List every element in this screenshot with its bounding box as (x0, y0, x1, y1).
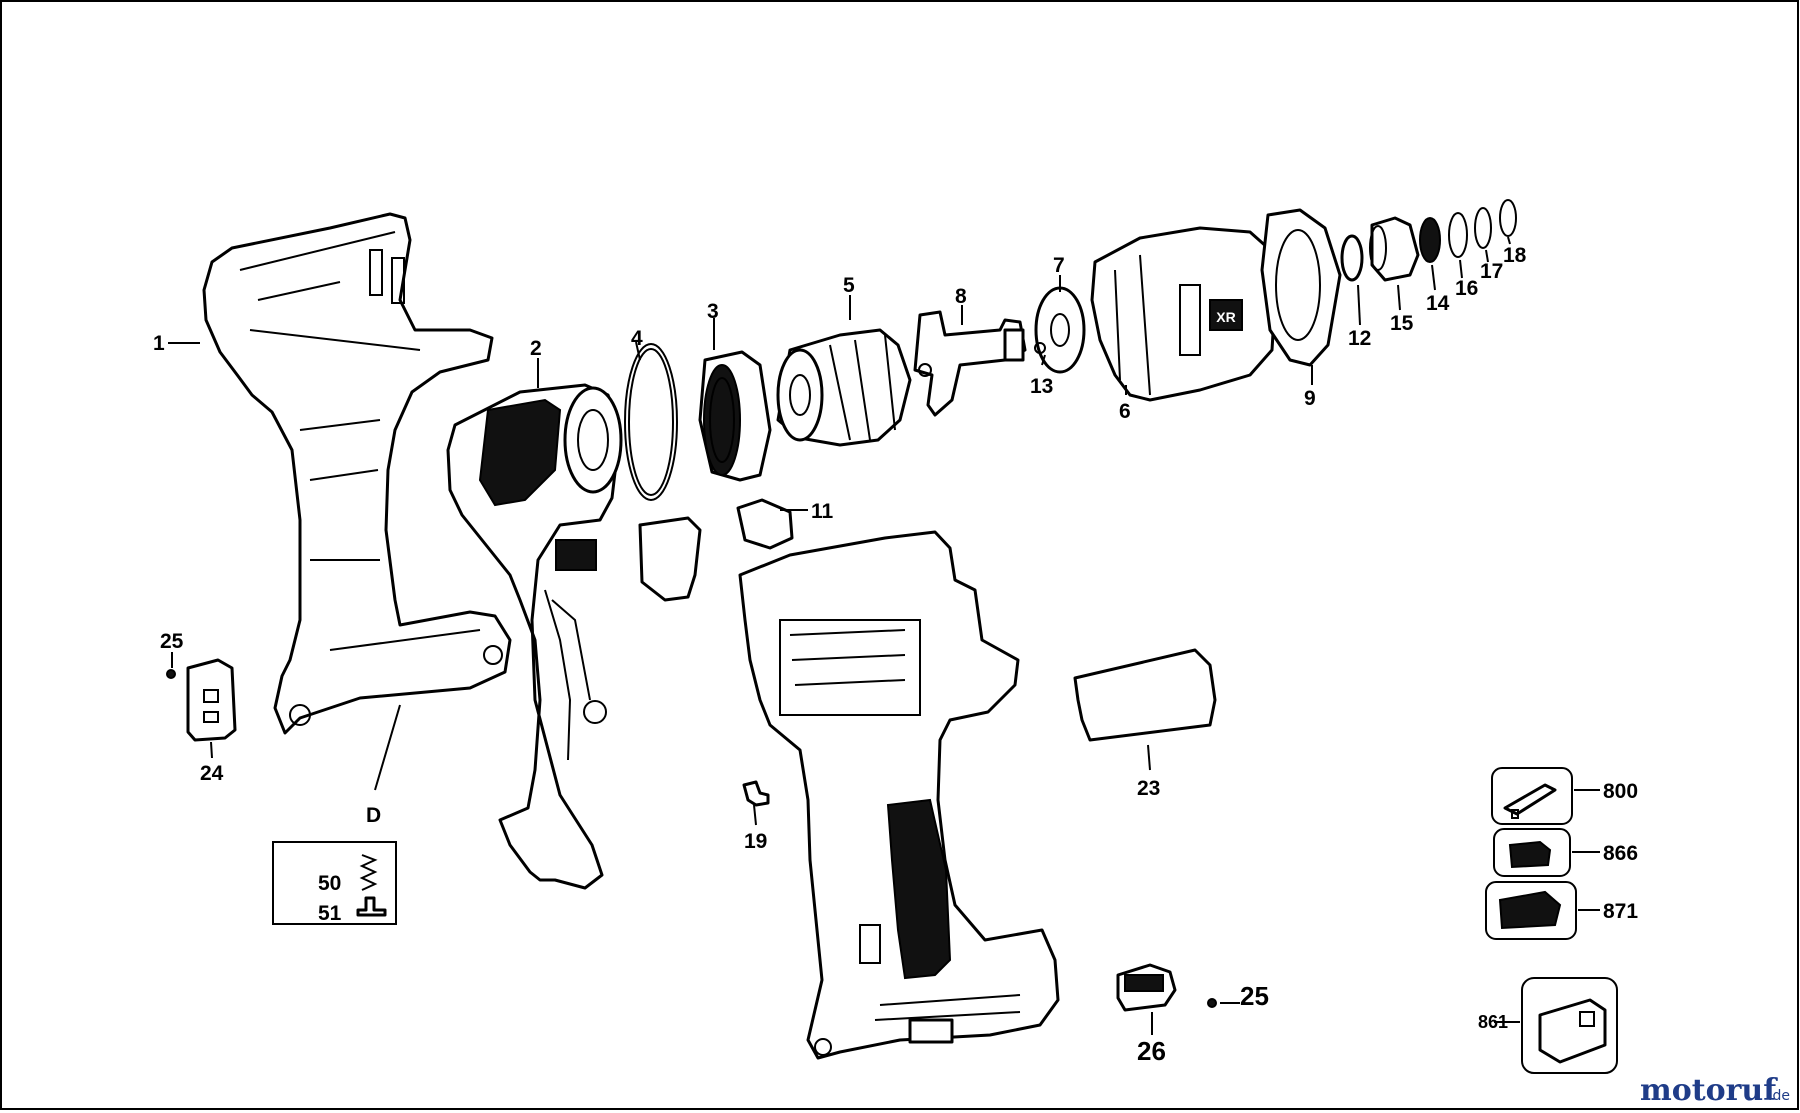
label-23: 23 (1137, 777, 1160, 800)
label-16: 16 (1455, 277, 1478, 300)
part-18-ring (1499, 199, 1517, 237)
part-50-spring (359, 854, 378, 891)
label-861: 861 (1478, 1012, 1508, 1032)
part-8-anvil (913, 310, 1027, 417)
housing-right (738, 530, 1060, 1060)
part-23-label (1073, 648, 1217, 742)
watermark-tld: .de (1768, 1088, 1790, 1104)
label-17: 17 (1480, 260, 1503, 283)
label-866: 866 (1603, 842, 1638, 865)
part-15-bushing (1369, 216, 1420, 282)
leader-lines (168, 236, 1600, 1035)
part-25-screw-b (1207, 998, 1217, 1008)
label-19: 19 (744, 830, 767, 853)
label-12: 12 (1348, 327, 1371, 350)
accessory-800-grease (1491, 767, 1573, 825)
part-5-gear-carrier (776, 328, 912, 447)
part-17-clip (1474, 207, 1492, 249)
part-1-housing-left (202, 212, 512, 735)
label-24: 24 (200, 762, 224, 785)
part-4-o-ring-inner (628, 348, 674, 496)
part-14-seal (1419, 217, 1441, 263)
part-13-ball (1034, 342, 1046, 354)
part-2-motor-switch (446, 383, 702, 890)
accessory-866-battery (1493, 828, 1571, 877)
part-4-o-ring (624, 343, 678, 501)
housing-badge: XR (1216, 309, 1235, 325)
part-6-gear-housing: XR (1090, 226, 1277, 402)
label-9: 9 (1304, 387, 1316, 410)
label-18: 18 (1503, 244, 1527, 267)
watermark-brand: motoruf (1640, 1073, 1778, 1108)
part-12-ring (1340, 234, 1364, 282)
label-26: 26 (1137, 1036, 1166, 1066)
part-24-belt-clip (186, 658, 237, 742)
label-1: 1 (153, 332, 165, 355)
label-800: 800 (1603, 780, 1638, 803)
label-8: 8 (955, 285, 967, 308)
part-51-pin (356, 896, 387, 917)
label-7: 7 (1053, 254, 1065, 277)
accessory-871-charger (1485, 881, 1577, 940)
label-11: 11 (811, 500, 834, 523)
part-3-ring-gear (698, 350, 772, 482)
watermark-logo: motoruf .de (1640, 1073, 1790, 1108)
part-7-washer-hole (1050, 313, 1070, 347)
part-11-bracket (736, 498, 794, 550)
part-9-front-cap (1260, 208, 1342, 367)
label-25-latch: 25 (1240, 981, 1269, 1011)
part-25-screw-a (166, 669, 176, 679)
part-19-screw (742, 780, 770, 807)
label-14: 14 (1426, 292, 1450, 315)
label-2: 2 (530, 337, 542, 360)
label-13: 13 (1030, 375, 1053, 398)
part-16-washer (1448, 212, 1468, 258)
label-871: 871 (1603, 900, 1638, 923)
part-26-latch (1116, 963, 1177, 1012)
label-25-clip: 25 (160, 630, 184, 653)
label-51: 51 (318, 902, 342, 925)
accessory-861-case (1521, 977, 1618, 1074)
label-3: 3 (707, 300, 719, 323)
label-D: D (366, 804, 381, 827)
label-5: 5 (843, 274, 855, 297)
label-15: 15 (1390, 312, 1414, 335)
part-labels: 1 2 3 4 5 6 7 8 9 11 12 13 14 15 16 17 1… (153, 244, 1638, 1066)
label-6: 6 (1119, 400, 1131, 423)
label-4: 4 (631, 327, 643, 350)
label-50: 50 (318, 872, 341, 895)
